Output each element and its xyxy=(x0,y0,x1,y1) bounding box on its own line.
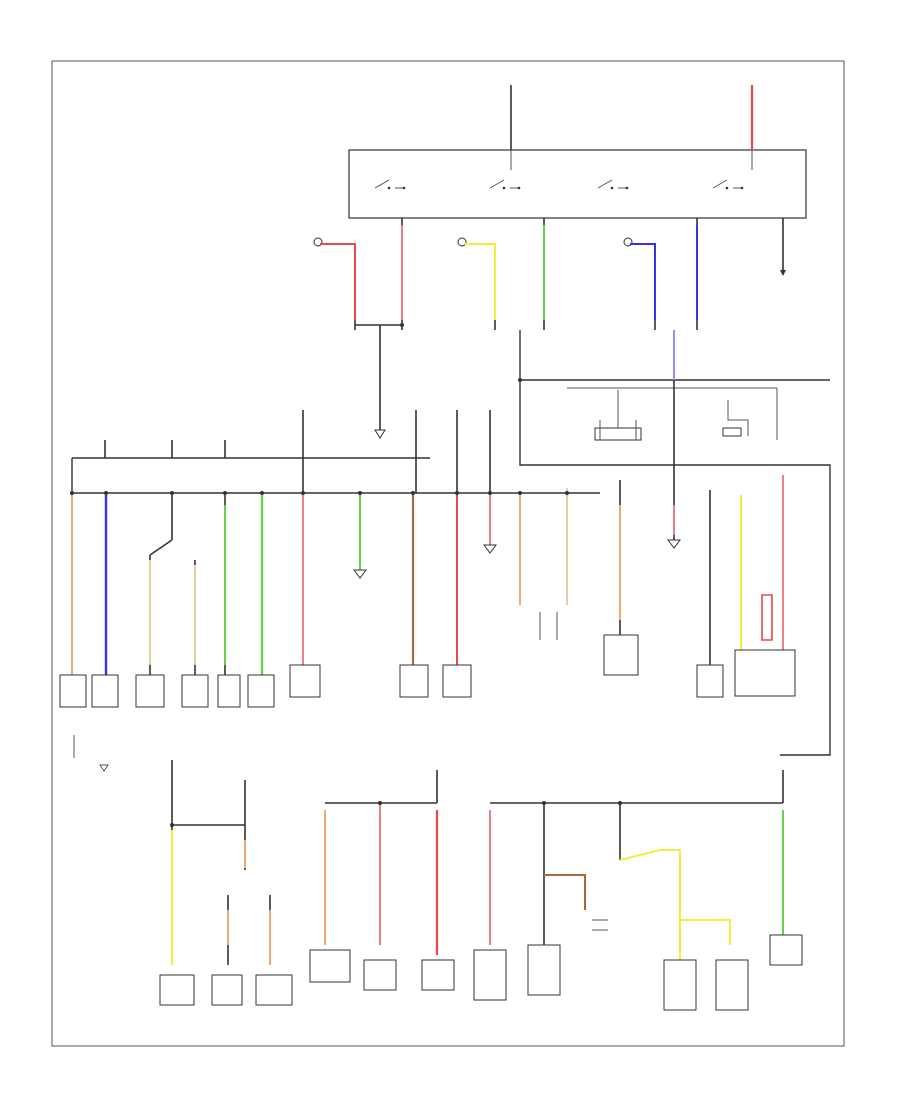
junction-dots xyxy=(70,323,622,827)
right-upper-components xyxy=(594,388,778,441)
main-bus xyxy=(71,458,600,495)
diagram-frame xyxy=(51,60,845,1047)
relay-branch-1 xyxy=(313,237,402,360)
bottom-components xyxy=(159,919,803,1011)
relay-branch-2 xyxy=(457,237,496,330)
ignition-switch xyxy=(348,149,807,219)
middle-components xyxy=(59,612,796,772)
bus-branches xyxy=(71,475,784,675)
relay-branch-3 xyxy=(623,237,656,330)
